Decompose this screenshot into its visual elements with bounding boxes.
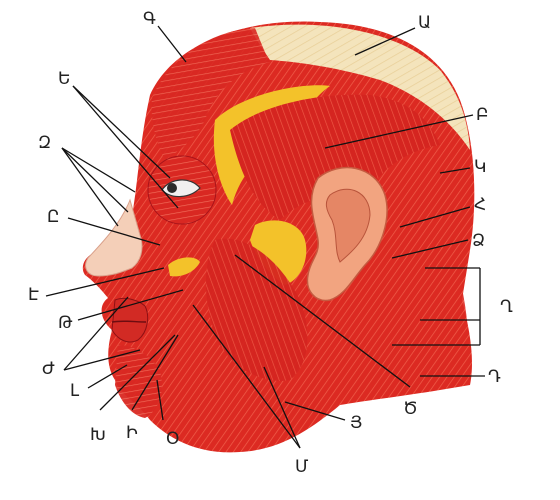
temporalis — [230, 94, 440, 220]
leader-TS — [234, 254, 411, 388]
leader-K — [439, 167, 471, 174]
label-ZH: Ժ — [42, 359, 55, 379]
leader-B — [324, 114, 474, 149]
leader-M2 — [263, 366, 301, 449]
leader-T — [77, 289, 184, 321]
label-Y2: Յ — [350, 413, 362, 433]
leader-ZH1 — [63, 296, 129, 371]
galea-aponeurotica — [250, 24, 470, 150]
leader-ZH2 — [63, 349, 141, 371]
leader-L — [87, 364, 128, 389]
label-KH: Խ — [90, 425, 106, 445]
leader-lines — [45, 25, 485, 449]
label-Z: Զ — [38, 133, 51, 153]
label-L: Լ — [70, 381, 80, 401]
nose — [85, 198, 143, 277]
mouth-line — [111, 320, 147, 323]
label-G: Գ — [143, 9, 156, 29]
ear-inner — [325, 188, 371, 263]
parotid-fat — [250, 220, 307, 285]
leader-KH — [99, 334, 176, 411]
lips — [111, 297, 149, 343]
leader-Y — [67, 217, 161, 246]
masseter — [205, 238, 308, 381]
label-TS: Ծ — [403, 399, 418, 419]
label-M: Մ — [295, 457, 309, 477]
frontalis — [151, 28, 270, 160]
leader-H — [399, 206, 471, 228]
labels: Ա Գ Ե Բ Զ Կ Հ Ը Ձ Է Ղ Թ Ժ Լ Դ Ծ Խ Ի Օ Յ … — [28, 9, 513, 477]
label-EH: Է — [28, 285, 39, 305]
label-DZ: Ձ — [472, 231, 485, 251]
label-E: Ե — [58, 69, 70, 89]
leader-E1 — [72, 85, 171, 179]
pupil — [167, 183, 177, 193]
chin-muscles — [115, 345, 162, 418]
leader-A — [354, 27, 416, 56]
label-K: Կ — [474, 157, 486, 177]
leader-M1 — [192, 304, 301, 449]
head-illustration — [82, 21, 475, 453]
label-A: Ա — [418, 13, 431, 33]
label-B: Բ — [476, 105, 488, 125]
leader-Y2 — [284, 401, 346, 421]
nasal-fat — [168, 257, 200, 277]
leader-E2 — [72, 85, 179, 209]
leader-Z1 — [61, 147, 136, 193]
label-GH: Ղ — [500, 297, 513, 317]
sternocleidomastoid — [386, 248, 469, 385]
leader-I — [131, 334, 179, 411]
leader-EH — [45, 267, 165, 297]
label-I: Ի — [126, 423, 138, 443]
label-Y: Ը — [47, 207, 59, 227]
leader-DZ — [391, 239, 469, 259]
leader-O — [156, 379, 164, 421]
leader-Z3 — [61, 147, 119, 227]
label-O: Օ — [166, 429, 179, 449]
leader-Z2 — [61, 147, 129, 213]
label-T: Թ — [58, 313, 73, 333]
label-H: Հ — [474, 195, 486, 215]
label-D: Դ — [488, 367, 501, 387]
leader-G — [157, 25, 187, 63]
